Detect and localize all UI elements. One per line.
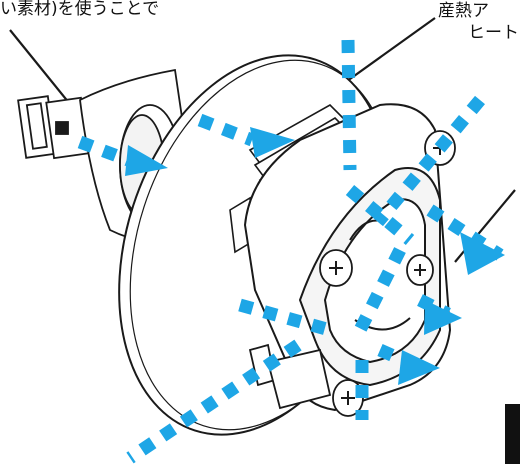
led-housing [243, 103, 452, 412]
arrowhead-top [250, 127, 295, 158]
right-caption-line2: ヒート [468, 23, 519, 43]
left-caption: い素材)を使うことで [0, 0, 160, 19]
arrowhead-right-lower [398, 350, 440, 385]
screw-right [406, 254, 434, 286]
mount-bracket [248, 343, 332, 410]
screw-left [319, 249, 353, 287]
dark-edge-block [505, 404, 520, 464]
arrowhead-right-middle [424, 300, 462, 335]
connector-plug [17, 95, 90, 160]
airflow-arrowheads [125, 127, 505, 385]
arrowhead-right-upper [460, 232, 505, 275]
right-caption-line1: 産熱ア [438, 1, 489, 21]
arrowhead-left [125, 145, 168, 176]
